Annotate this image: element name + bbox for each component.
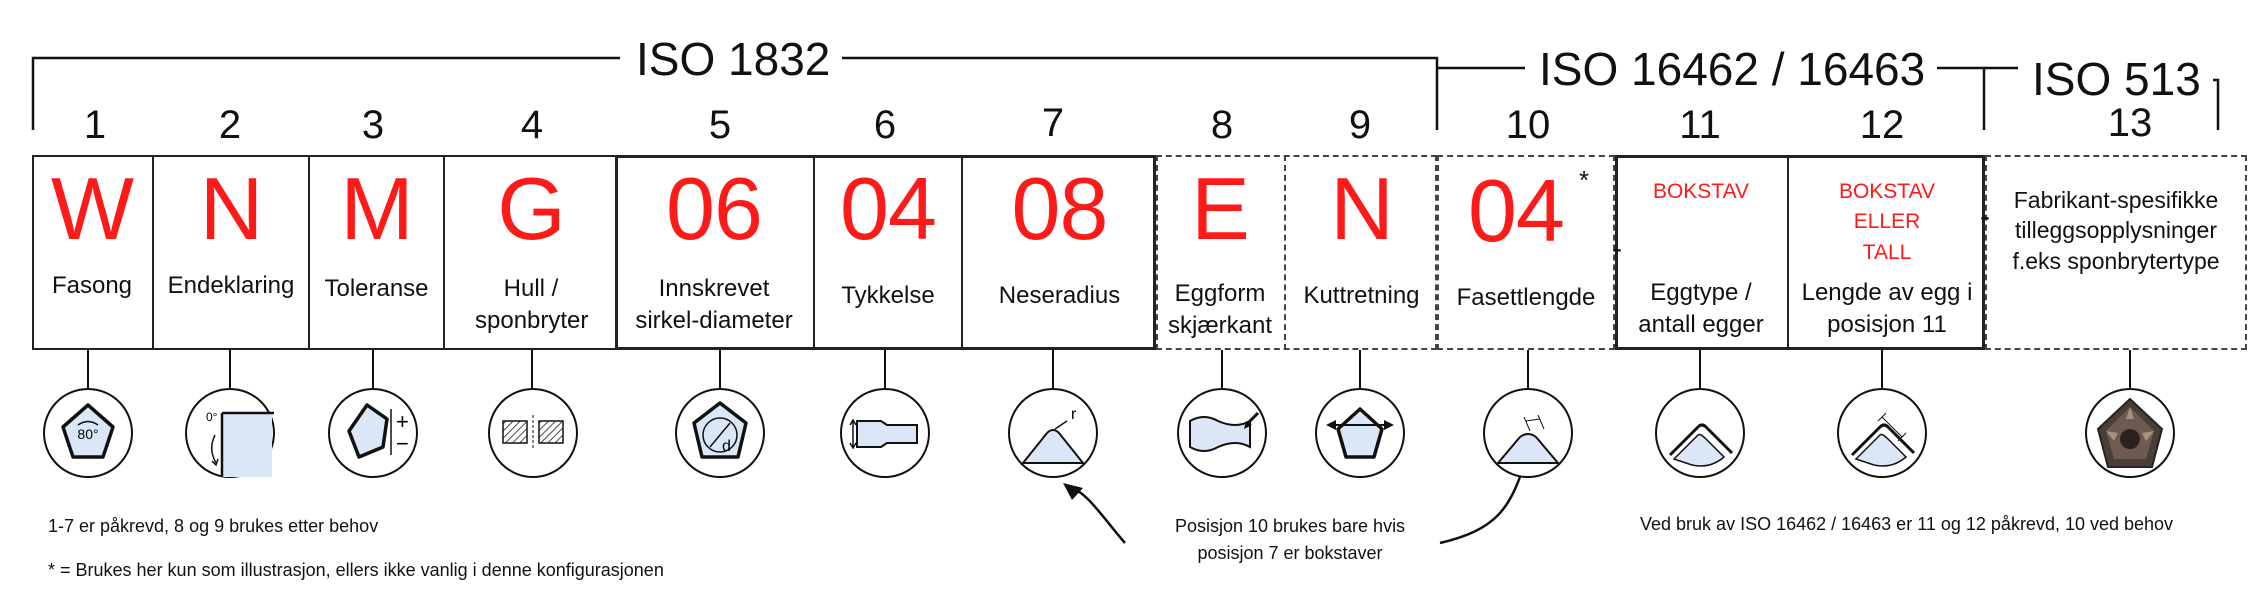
cell-13: Fabrikant-spesifikke tilleggsopplysninge… [1985, 155, 2247, 350]
code-number: 04 [840, 159, 937, 258]
code-placeholder: BOKSTAV [1652, 180, 1750, 203]
position-number: 2 [218, 103, 242, 147]
cell-2: N Endeklaring [152, 155, 308, 350]
nose-radius-icon: r [1008, 388, 1098, 478]
cell-description: Kuttretning [1303, 282, 1420, 309]
edge-form-icon [1177, 388, 1267, 478]
cell-description: Hull / sponbryter [475, 275, 589, 335]
code-letter: N [1330, 159, 1394, 258]
cell-8: E Eggform skjærkant [1156, 155, 1284, 350]
code-letter: E [1191, 159, 1250, 258]
iso1832-group-b [615, 155, 1156, 350]
cell-description: Fasettlengde [1456, 284, 1596, 311]
note-position10: Posisjon 10 brukes bare hvis posisjon 7 … [1150, 516, 1430, 564]
cell-4: G Hull / sponbryter [443, 155, 617, 350]
clearance-angle-icon: 0° [185, 388, 275, 478]
rhombus-80-degree-icon: 80° [43, 388, 133, 478]
cell-9: N Kuttretning [1284, 155, 1437, 350]
note-asterisk: * = Brukes her kun som illustrasjon, ell… [48, 560, 664, 580]
cell-description: Eggtype / antall egger [1638, 279, 1764, 339]
code-number: 06 [666, 159, 763, 258]
cell-description: Endeklaring [167, 272, 295, 299]
position-number: 11 [1679, 103, 1721, 147]
code-letter: M [340, 159, 413, 258]
asterisk-mark: * [1579, 165, 1590, 195]
edge-length-icon [1837, 388, 1927, 478]
cell-description: Fabrikant-spesifikke tilleggsopplysninge… [2012, 187, 2220, 274]
optional-group [1156, 155, 1437, 350]
hole-chipbreaker-icon [488, 388, 578, 478]
cell-description: Fasong [51, 272, 133, 299]
code-number: 08 [1011, 159, 1109, 258]
cell-description: Innskrevet sirkel-diameter [635, 275, 793, 335]
cutting-direction-icon [1315, 388, 1405, 478]
angle-label: 0° [206, 410, 218, 424]
diameter-label: d [722, 438, 731, 455]
position-number: 12 [1859, 103, 1905, 147]
note-position10-line1: Posisjon 10 brukes bare hvis [1174, 516, 1406, 536]
cell-10: 04 * Fasettlengde [1437, 155, 1615, 350]
tolerance-icon: + − [328, 388, 418, 478]
position-number: 3 [361, 103, 385, 147]
cell-6: 04 Tykkelse [813, 155, 961, 350]
separator-dash: - [1612, 232, 1622, 265]
facet-length-icon [1483, 388, 1573, 478]
cell-description: Lengde av egg i posisjon 11 [1801, 279, 1973, 339]
position-number: 7 [1041, 101, 1065, 145]
note-position10-line2: posisjon 7 er bokstaver [1197, 543, 1383, 563]
separator-dash: - [1980, 200, 1990, 233]
position-number: 9 [1348, 103, 1372, 147]
cell-description: Tykkelse [841, 282, 935, 309]
edge-type-icon [1655, 388, 1745, 478]
minus-sign: − [396, 431, 409, 456]
angle-label: 80° [77, 426, 98, 442]
position-number: 4 [520, 103, 544, 147]
cell-11: BOKSTAV Eggtype / antall egger [1615, 155, 1787, 350]
code-number: 04 [1468, 161, 1565, 260]
code-letter: G [497, 159, 565, 258]
plus-sign: + [396, 409, 409, 434]
iso513-label: ISO 513 [2020, 56, 2213, 102]
cell-description: Eggform skjærkant [1167, 280, 1273, 340]
iso1832-label: ISO 1832 [624, 36, 843, 82]
cell-description: Toleranse [324, 275, 429, 302]
position-number: 1 [83, 103, 107, 147]
cell-1: W Fasong [32, 155, 152, 350]
position-number: 10 [1505, 103, 1551, 147]
iso16462-group [1615, 155, 1985, 350]
insert-photo-icon [2085, 388, 2175, 478]
position-number: 8 [1210, 103, 1234, 147]
radius-label: r [1071, 406, 1077, 423]
code-placeholder: BOKSTAV ELLER TALL [1838, 180, 1936, 264]
cell-5: 06 Innskrevet sirkel-diameter [615, 155, 813, 350]
thickness-icon [840, 388, 930, 478]
position-number: 6 [873, 103, 897, 147]
cell-description: Neseradius [998, 282, 1121, 309]
iso16462-label: ISO 16462 / 16463 [1527, 46, 1938, 92]
note-iso16462-usage: Ved bruk av ISO 16462 / 16463 er 11 og 1… [1640, 514, 2174, 534]
position-number: 5 [708, 103, 732, 147]
code-letter: N [199, 159, 264, 258]
cell-7: 08 Neseradius [961, 155, 1156, 350]
cell-3: M Toleranse [308, 155, 443, 350]
code-letter: W [50, 159, 134, 258]
note-required: 1-7 er påkrevd, 8 og 9 brukes etter beho… [48, 516, 379, 536]
position-number: 13 [2107, 101, 2153, 145]
cell-12: BOKSTAV ELLER TALL Lengde av egg i posis… [1787, 155, 1985, 350]
inscribed-circle-icon: d [675, 388, 765, 478]
